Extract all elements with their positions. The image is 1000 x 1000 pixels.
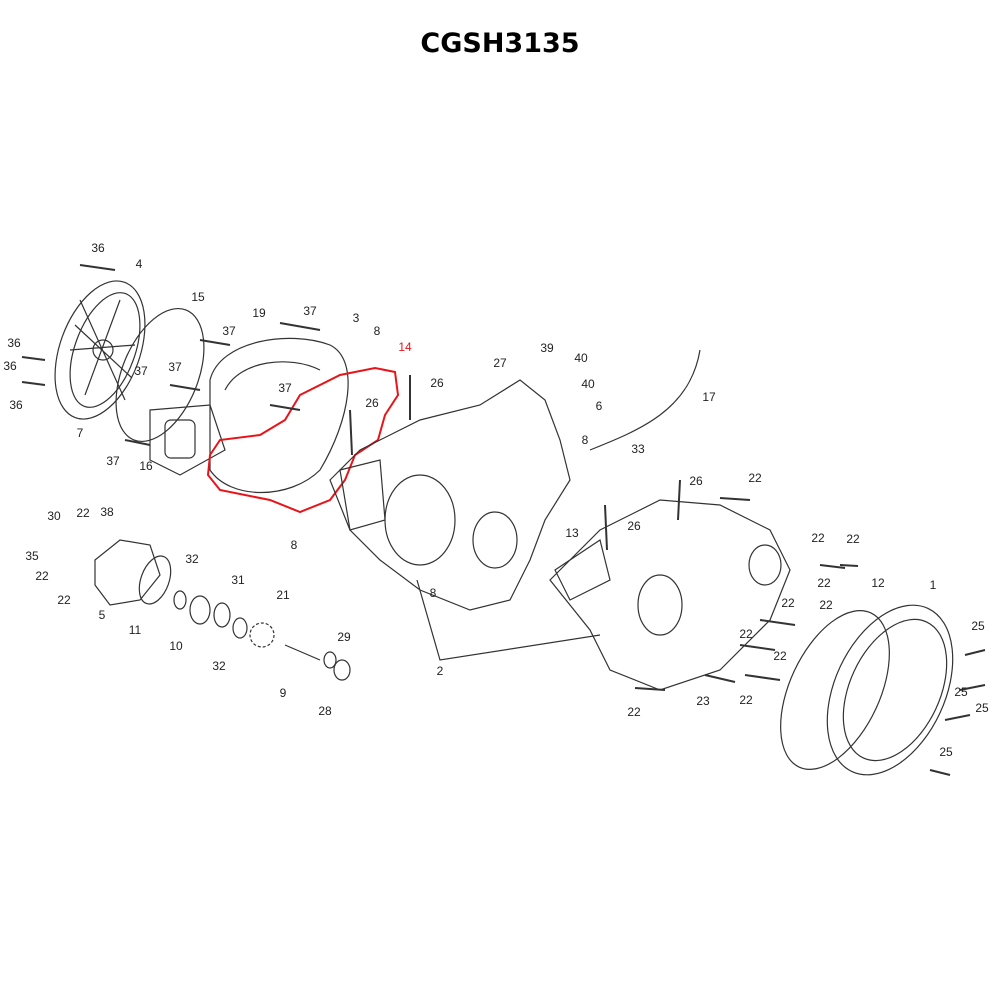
part-callout-39: 39 [540, 341, 554, 355]
part-callout-13: 13 [565, 526, 579, 540]
hose [589, 349, 701, 451]
part-callout-3: 3 [352, 311, 360, 325]
part-callout-4: 4 [135, 257, 143, 271]
part-callout-21: 21 [276, 588, 290, 602]
part-callout-17: 17 [702, 390, 716, 404]
clutch-cover [826, 604, 954, 776]
part-callout-9: 9 [279, 686, 287, 700]
part-callout-1: 1 [929, 578, 937, 592]
part-callout-37: 37 [303, 304, 317, 318]
side-cover [149, 337, 349, 494]
part-callout-6: 6 [595, 399, 603, 413]
part-callout-22: 22 [817, 576, 831, 590]
part-callout-36: 36 [3, 359, 17, 373]
part-callout-22: 22 [57, 593, 71, 607]
part-callout-36: 36 [91, 241, 105, 255]
part-callout-16: 16 [139, 459, 153, 473]
part-callout-26: 26 [365, 396, 379, 410]
part-callout-22: 22 [739, 693, 753, 707]
part-callout-37: 37 [222, 324, 236, 338]
part-callout-29: 29 [337, 630, 351, 644]
part-callout-22: 22 [773, 649, 787, 663]
part-callout-36: 36 [7, 336, 21, 350]
part-callout-23: 23 [696, 694, 710, 708]
part-callout-2: 2 [436, 664, 444, 678]
part-callout-8: 8 [373, 324, 381, 338]
part-callout-8: 8 [581, 433, 589, 447]
diagram-title: CGSH3135 [420, 28, 580, 59]
crankcase [329, 379, 791, 691]
part-callout-28: 28 [318, 704, 332, 718]
part-callout-32: 32 [185, 552, 199, 566]
clutch-cover-o-ring [780, 610, 890, 770]
part-callout-7: 7 [76, 426, 84, 440]
part-callout-15: 15 [191, 290, 205, 304]
part-callout-5: 5 [98, 608, 106, 622]
part-callout-37: 37 [106, 454, 120, 468]
gasket-highlighted [206, 366, 400, 514]
part-callout-12: 12 [871, 576, 885, 590]
part-callout-37: 37 [278, 381, 292, 395]
part-callout-26: 26 [689, 474, 703, 488]
o-ring [115, 307, 205, 443]
part-callout-30: 30 [47, 509, 61, 523]
part-callout-22: 22 [627, 705, 641, 719]
part-callout-38: 38 [100, 505, 114, 519]
part-callout-22: 22 [748, 471, 762, 485]
part-callout-26: 26 [430, 376, 444, 390]
part-callout-8: 8 [290, 538, 298, 552]
part-callout-19: 19 [252, 306, 266, 320]
part-callout-32: 32 [212, 659, 226, 673]
part-callout-10: 10 [169, 639, 183, 653]
part-callout-22: 22 [846, 532, 860, 546]
part-callout-22: 22 [781, 596, 795, 610]
part-callout-22: 22 [35, 569, 49, 583]
part-callout-25: 25 [971, 619, 985, 633]
part-callout-40: 40 [581, 377, 595, 391]
part-callout-31: 31 [231, 573, 245, 587]
part-callout-27: 27 [493, 356, 507, 370]
bolts [21, 264, 986, 776]
part-callout-22: 22 [76, 506, 90, 520]
part-callout-40: 40 [574, 351, 588, 365]
part-callout-33: 33 [631, 442, 645, 456]
part-callout-37: 37 [168, 360, 182, 374]
part-callout-26: 26 [627, 519, 641, 533]
part-callout-22: 22 [811, 531, 825, 545]
part-callout-36: 36 [9, 398, 23, 412]
water-pump [94, 539, 351, 681]
part-callout-22: 22 [819, 598, 833, 612]
part-callout-25: 25 [975, 701, 989, 715]
part-callout-35: 35 [25, 549, 39, 563]
part-callout-25: 25 [954, 685, 968, 699]
part-callout-37: 37 [134, 364, 148, 378]
ignition-cover [54, 280, 146, 420]
part-callout-8: 8 [429, 586, 437, 600]
part-callout-22: 22 [739, 627, 753, 641]
part-callout-11: 11 [128, 623, 142, 637]
part-callout-14: 14 [398, 340, 412, 354]
part-callout-25: 25 [939, 745, 953, 759]
